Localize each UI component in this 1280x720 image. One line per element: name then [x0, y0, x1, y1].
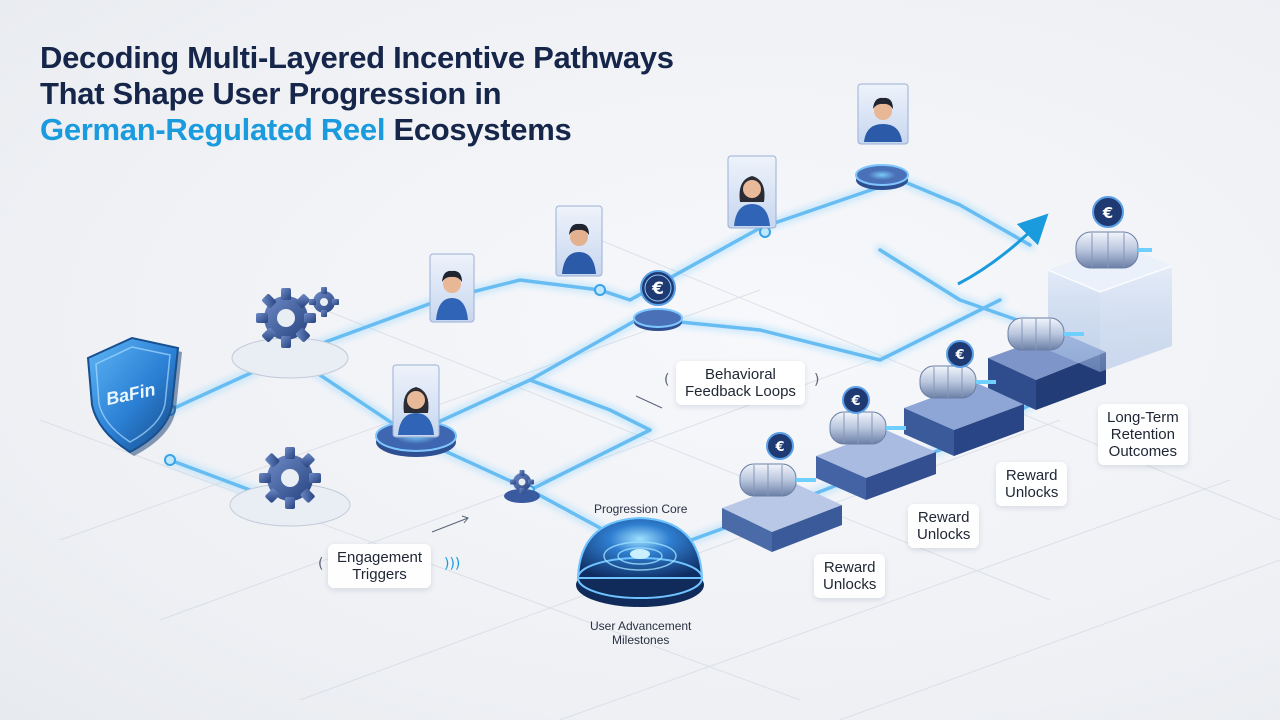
reel-cylinder	[1075, 231, 1152, 269]
bracket-icon: (	[664, 372, 670, 388]
progression-core	[576, 516, 704, 607]
label-reward-unlocks-2: Reward Unlocks	[908, 504, 980, 548]
label-engagement-triggers: Engagement Triggers	[328, 544, 432, 588]
user-avatar-icon	[857, 83, 909, 145]
reel-cylinder	[1007, 317, 1084, 351]
gear-icon	[510, 470, 534, 494]
page-title: Decoding Multi-Layered Incentive Pathway…	[40, 40, 674, 148]
gear-icon	[309, 287, 339, 317]
euro-coin-icon: €	[1092, 196, 1124, 228]
gear-icon	[259, 447, 321, 509]
bafin-shield: BaFin	[86, 336, 182, 456]
bracket-icon: )	[814, 372, 820, 388]
euro-coin-icon: €	[842, 386, 870, 414]
coin-symbol: €	[774, 440, 784, 455]
label-long-term-retention-outcomes: Long-Term Retention Outcomes	[1098, 404, 1188, 465]
title-line-3-accent: German-Regulated Reel	[40, 112, 386, 147]
euro-coin-icon: €	[640, 270, 676, 306]
user-avatar-icon	[392, 364, 440, 438]
euro-coin-icon: €	[946, 340, 974, 368]
flow-arrow-icon	[431, 395, 663, 533]
reel-cylinder	[739, 463, 816, 497]
reward-stairs	[722, 244, 1173, 552]
gear-icon	[256, 288, 316, 348]
user-avatar-icon	[727, 155, 777, 229]
coin-symbol: €	[850, 394, 860, 409]
label-reward-unlocks-1: Reward Unlocks	[814, 554, 886, 598]
reel-cylinder	[919, 365, 996, 399]
reel-cylinder	[829, 411, 906, 445]
label-reward-unlocks-3: Reward Unlocks	[996, 462, 1068, 506]
user-avatar-icon	[429, 253, 475, 323]
title-line-1: Decoding Multi-Layered Incentive Pathway…	[40, 40, 674, 75]
user-avatars	[392, 83, 909, 438]
title-line-3-rest: Ecosystems	[393, 112, 572, 147]
user-avatar-icon	[555, 205, 603, 277]
coin-symbol: €	[954, 348, 964, 363]
label-progression-core: Progression Core	[594, 502, 688, 516]
label-user-advancement-milestones: User Advancement Milestones	[590, 619, 692, 647]
euro-coin-icon: €	[766, 432, 794, 460]
label-behavioral-feedback-loops: Behavioral Feedback Loops	[676, 361, 805, 405]
title-line-2: That Shape User Progression in	[40, 76, 502, 111]
bracket-icon: (	[318, 556, 324, 572]
coin-symbol: €	[1102, 204, 1113, 222]
growth-arrow	[957, 213, 1049, 286]
signal-icon: )))	[444, 556, 461, 572]
coin-symbol: €	[651, 279, 664, 299]
